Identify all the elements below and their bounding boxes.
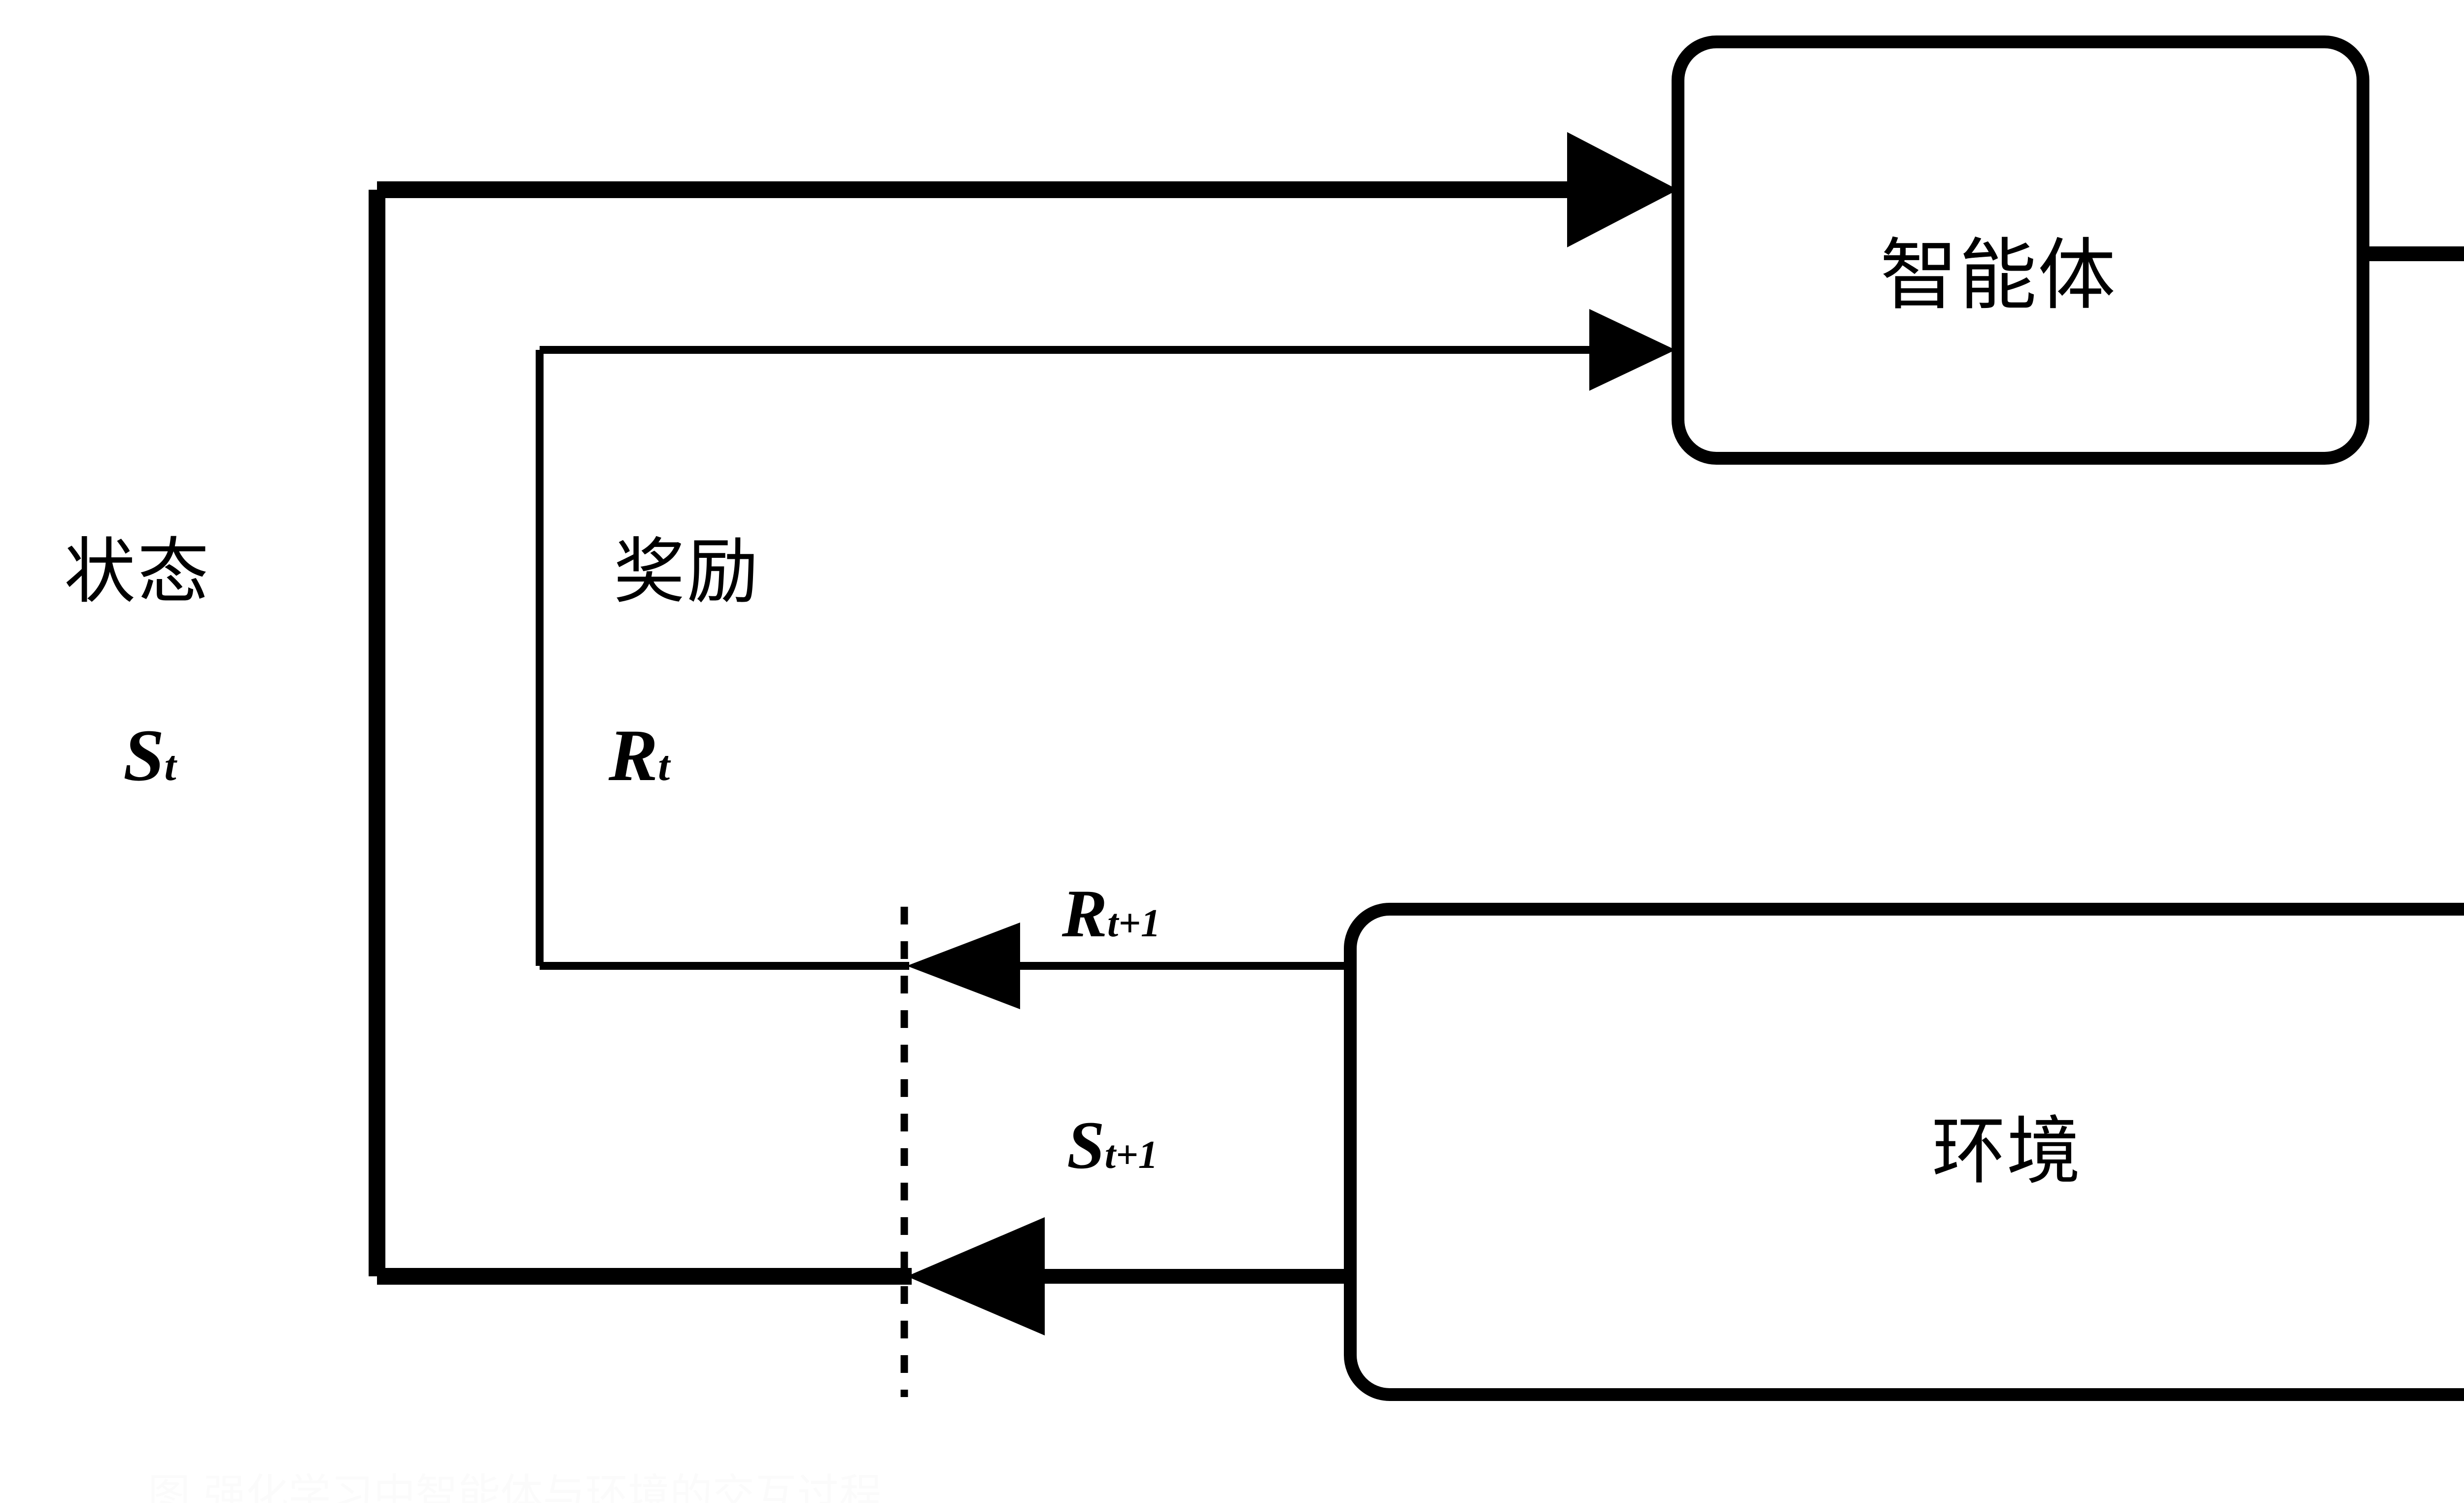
state-next-base: S <box>1067 1107 1105 1183</box>
reward-symbol-subscript: t <box>658 742 670 789</box>
reward-next-symbol: Rt+1 <box>1062 878 1161 950</box>
state-next-symbol: St+1 <box>1067 1107 1158 1183</box>
environment-node[interactable] <box>1344 903 2464 1401</box>
state-edge <box>369 132 1678 1285</box>
state-label-cjk: 状态 <box>64 530 211 614</box>
agent-label: 智能体 <box>1880 230 2117 321</box>
agent-node[interactable] <box>1672 35 2369 465</box>
reward-next-base: R <box>1062 876 1108 951</box>
reward-label-cjk: 奖励 <box>614 530 760 614</box>
arrowhead-reward-into-agent <box>1589 309 1676 391</box>
env-reward-out-edge <box>907 922 1350 1009</box>
reward-next-subscript: t+1 <box>1107 902 1161 945</box>
figure-caption: 图 强化学习中智能体与环境的交互过程 <box>148 1470 882 1503</box>
state-symbol-subscript: t <box>164 742 176 789</box>
environment-label: 环境 <box>1932 1109 2082 1195</box>
env-state-out-edge <box>907 1217 1350 1335</box>
reward-symbol: Rt <box>609 717 670 795</box>
reward-symbol-base: R <box>609 715 658 796</box>
arrowhead-state-into-agent <box>1567 132 1678 247</box>
arrowhead-reward-out <box>907 922 1020 1009</box>
state-symbol: St <box>123 717 176 795</box>
arrowhead-state-out <box>907 1217 1045 1335</box>
reward-edge <box>536 309 1676 970</box>
state-symbol-base: S <box>123 715 165 796</box>
state-next-subscript: t+1 <box>1104 1133 1158 1177</box>
